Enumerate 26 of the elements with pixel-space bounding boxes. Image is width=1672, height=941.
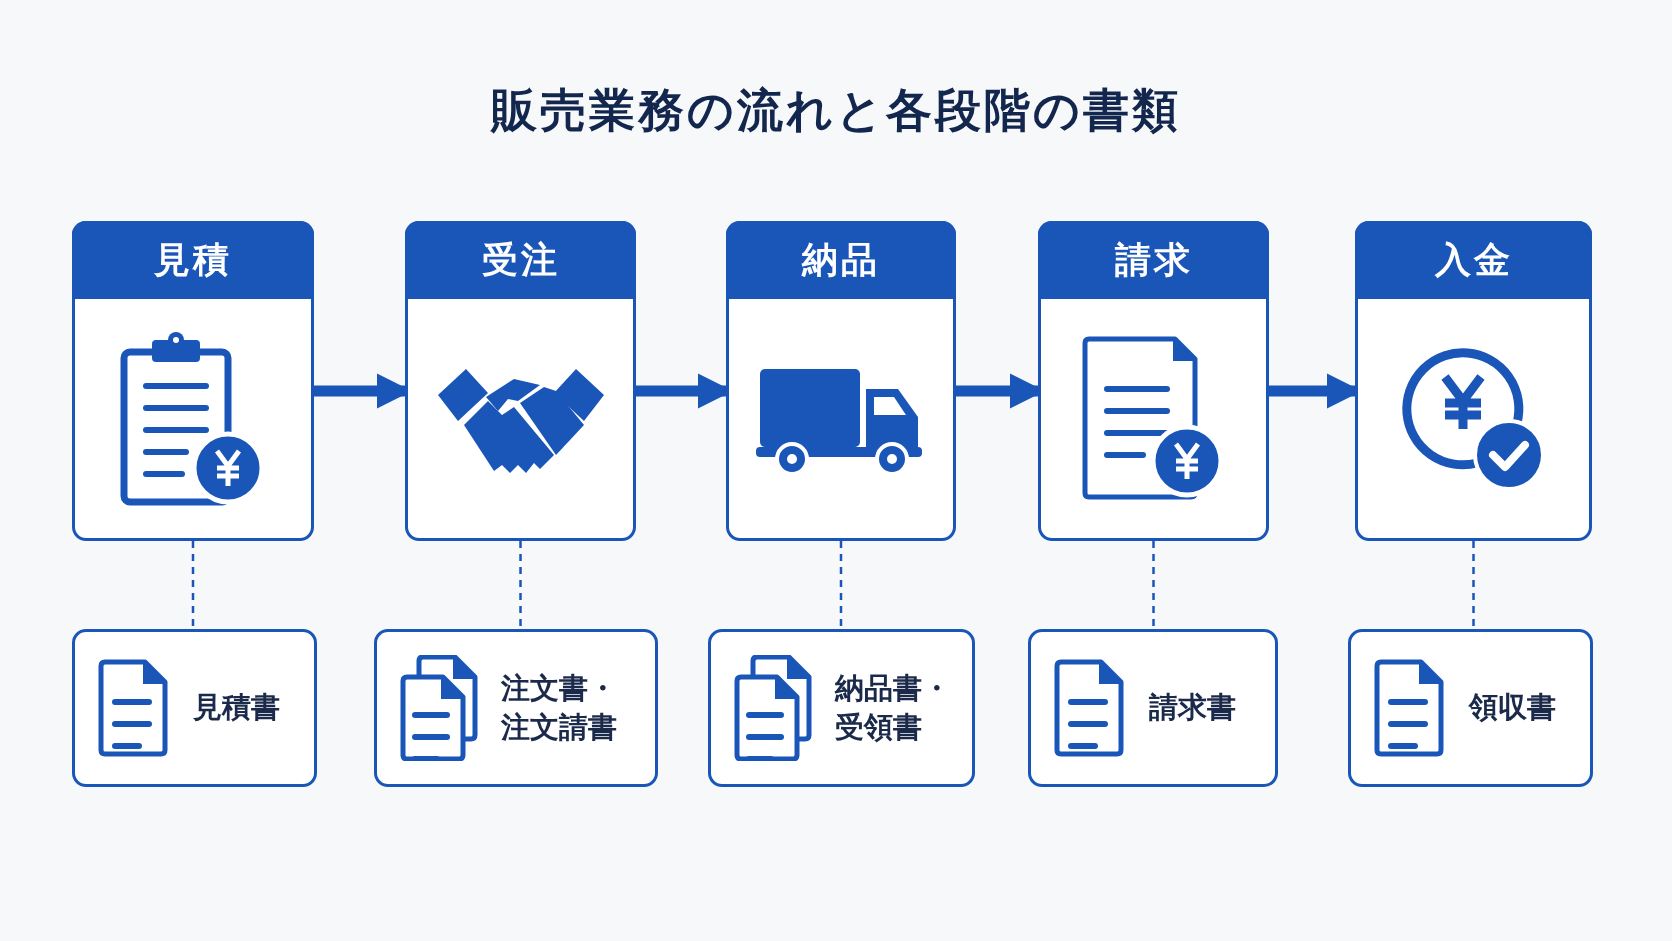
process-card bbox=[726, 221, 956, 541]
diagram-title: 販売業務の流れと各段階の書類 bbox=[489, 82, 1182, 139]
document-name: 納品書・受領書 bbox=[835, 669, 952, 746]
document-name: 注文書・注文請書 bbox=[501, 669, 618, 746]
connector-line bbox=[519, 541, 522, 629]
document-name: 見積書 bbox=[193, 689, 280, 727]
document-card bbox=[1028, 629, 1278, 787]
document-card bbox=[708, 629, 975, 787]
connector-line bbox=[1472, 541, 1475, 629]
process-card bbox=[1355, 221, 1592, 541]
document-card bbox=[374, 629, 658, 787]
document-card bbox=[1348, 629, 1593, 787]
stage-header: 入金 bbox=[1355, 221, 1592, 299]
document-name: 領収書 bbox=[1469, 689, 1556, 727]
connector-line bbox=[839, 541, 843, 629]
process-card bbox=[72, 221, 314, 541]
process-card bbox=[1038, 221, 1269, 541]
connector-line bbox=[191, 541, 195, 629]
document-card bbox=[72, 629, 317, 787]
document-name: 請求書 bbox=[1149, 689, 1236, 727]
connector-line bbox=[1152, 541, 1155, 629]
stage-header: 見積 bbox=[72, 221, 314, 299]
stage-header: 請求 bbox=[1038, 221, 1269, 299]
stage-header: 受注 bbox=[405, 221, 636, 299]
stage-header: 納品 bbox=[726, 221, 956, 299]
process-card bbox=[405, 221, 636, 541]
